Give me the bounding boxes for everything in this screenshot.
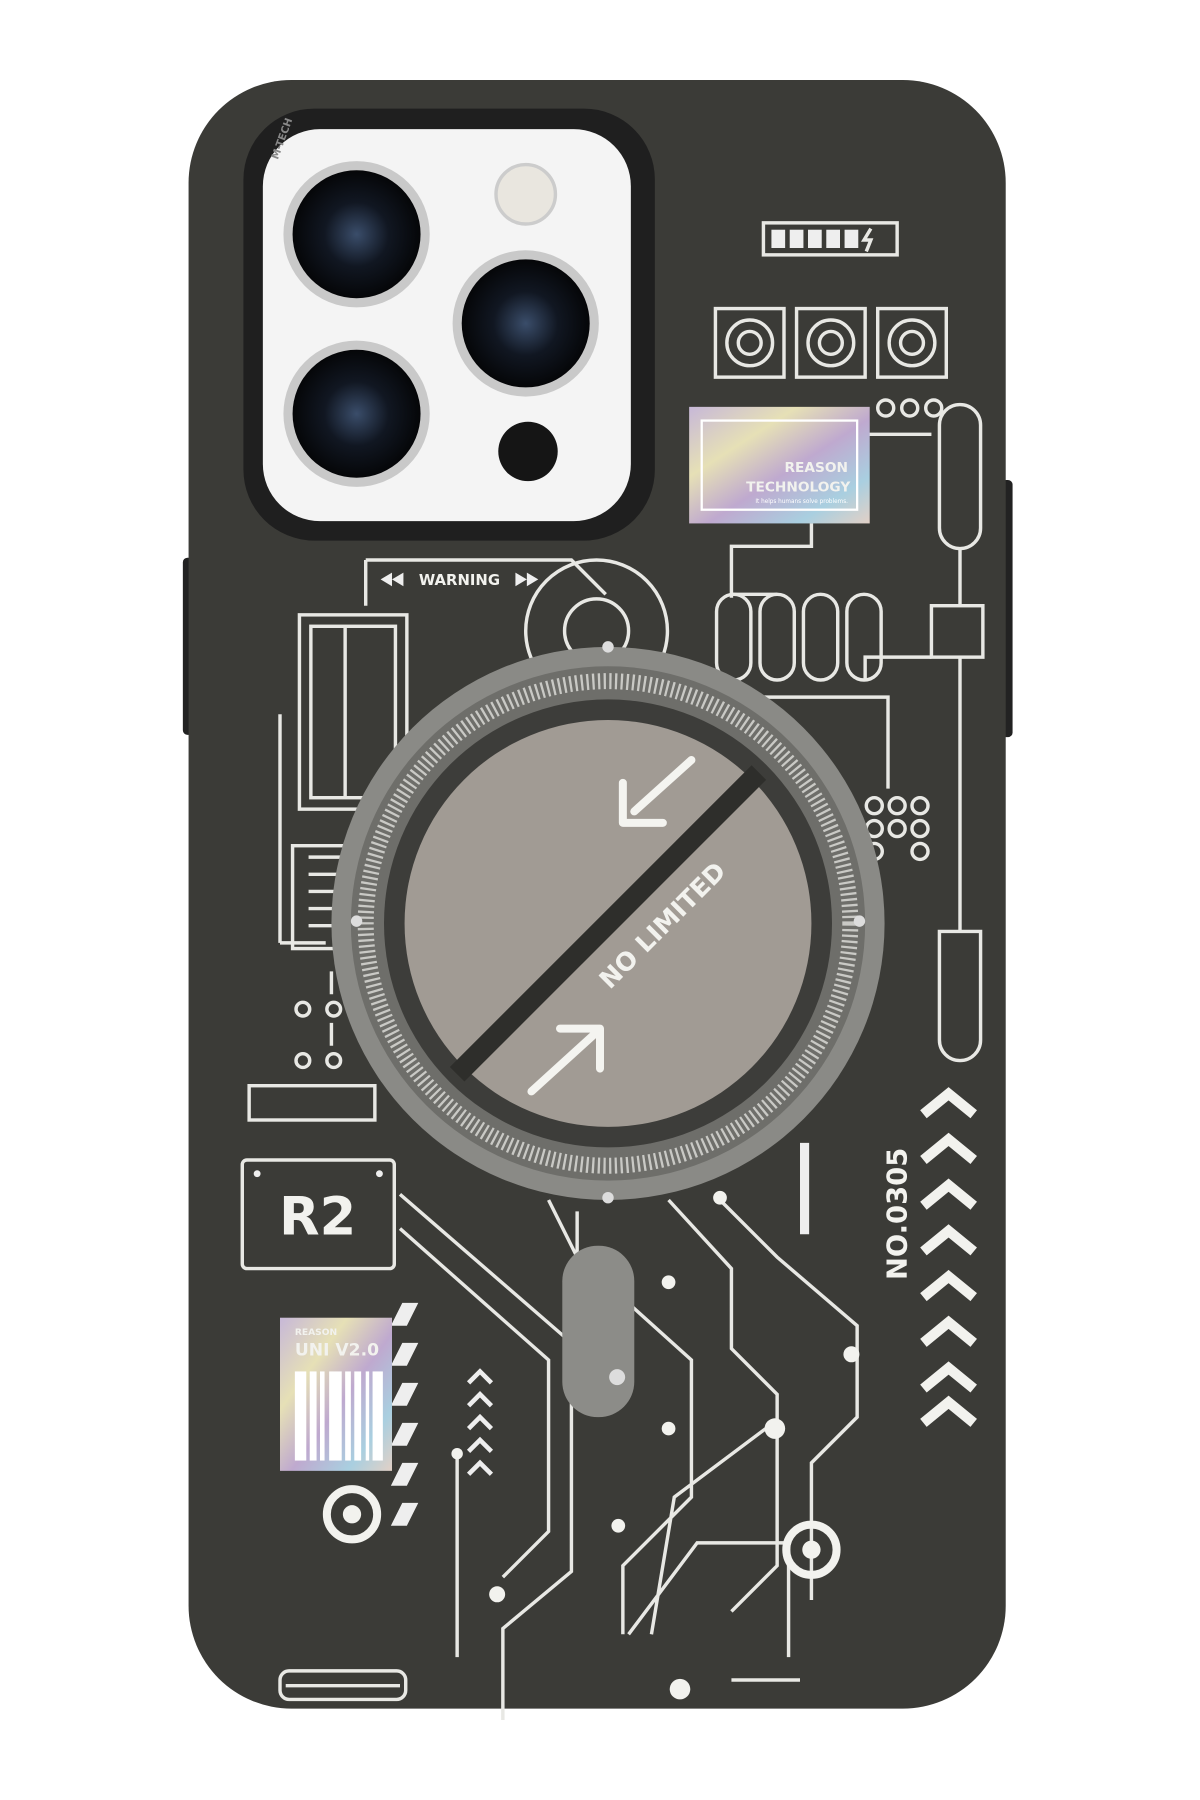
chevron-up-icons	[920, 1087, 977, 1427]
lidar-sensor	[498, 421, 558, 482]
magsafe-ring: NO LIMITED	[331, 641, 885, 1418]
r2-badge: R2	[240, 1158, 396, 1271]
warning-text: WARNING	[419, 571, 500, 589]
circuit-speakers	[713, 306, 948, 418]
sticker-title: TECHNOLOGY	[746, 479, 851, 495]
serial-number: NO.0305	[882, 1148, 913, 1280]
reason-uni-sticker: REASON UNI V2.0	[280, 1317, 392, 1471]
sticker-bottom-brand: REASON	[295, 1328, 337, 1338]
hazard-stripes	[390, 1142, 810, 1526]
circuit-nodes	[451, 1190, 860, 1700]
barcode	[294, 1371, 383, 1461]
sticker-brand: REASON	[784, 460, 848, 476]
flash-icon	[494, 162, 558, 226]
sticker-tagline: It helps humans solve problems.	[755, 499, 848, 505]
warning-label: WARNING	[380, 571, 539, 589]
model-badge: R2	[279, 1186, 356, 1247]
target-circles	[322, 1485, 841, 1579]
battery-icon	[761, 221, 899, 257]
sticker-bottom-title: UNI V2.0	[295, 1340, 379, 1360]
reason-technology-sticker: REASON TECHNOLOGY It helps humans solve …	[689, 406, 870, 524]
camera-module: M-TECH	[243, 108, 655, 541]
